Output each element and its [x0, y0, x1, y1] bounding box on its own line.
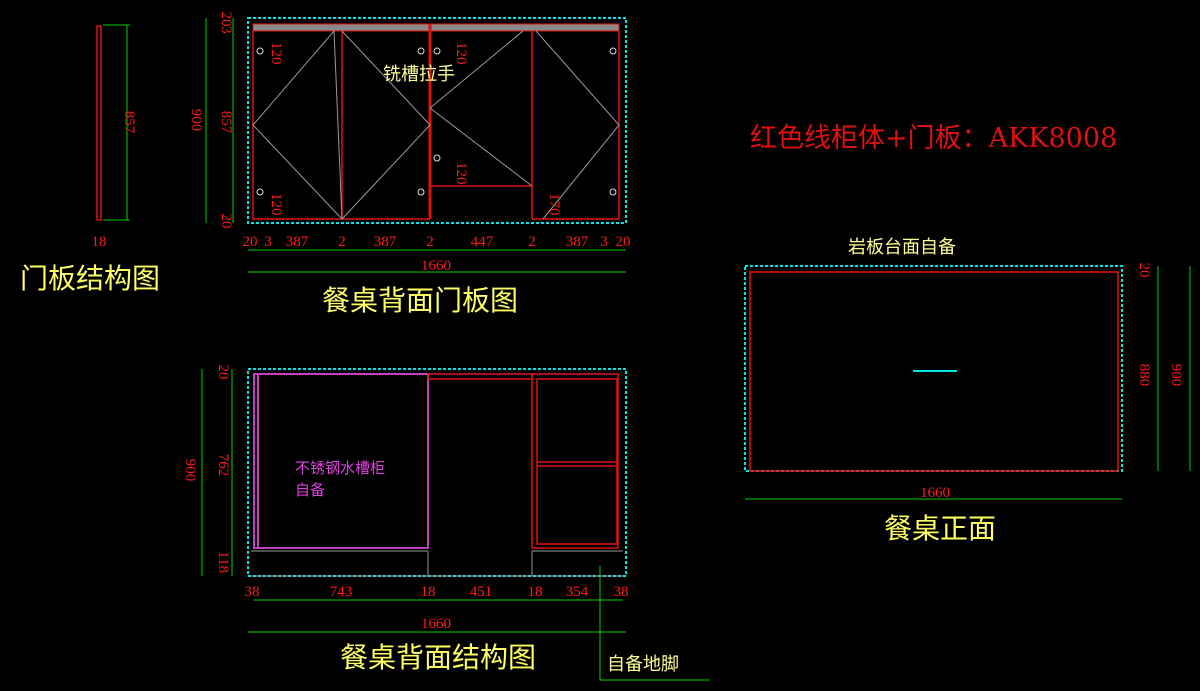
dim-h: 447 — [471, 234, 494, 250]
dim-h: 3 — [264, 234, 272, 250]
dim-v: 20 — [218, 12, 234, 27]
dim-v: 3 — [218, 26, 234, 34]
dim-h: 18 — [528, 584, 543, 600]
door-structure-title: 门板结构图 — [20, 262, 160, 295]
sink-note-line2: 自备 — [295, 481, 325, 499]
hinge-holes — [256, 47, 617, 196]
dim-h: 743 — [330, 584, 353, 600]
sink-cabinet — [253, 373, 429, 549]
dim-h: 451 — [470, 584, 493, 600]
dim-v: 900 — [1168, 364, 1184, 387]
door-structure-diagram: 857 18 门板结构图 — [20, 24, 160, 295]
cabinet-outline — [247, 17, 627, 224]
countertop-outline — [744, 265, 1123, 472]
front-view-title: 餐桌正面 — [884, 512, 996, 545]
dim-handle: 120 — [453, 162, 469, 185]
dim-v: 880 — [1136, 364, 1152, 387]
countertop-note: 岩板台面自备 — [848, 237, 956, 258]
back-structure-view: 不锈钢水槽柜 自备 900 20 762 118 38 743 18 451 1… — [182, 365, 710, 681]
dim-handle: 120 — [268, 193, 284, 216]
dim-h: 387 — [286, 234, 309, 250]
dim-h: 2 — [426, 234, 434, 250]
back-door-title: 餐桌背面门板图 — [322, 284, 518, 317]
dim-handle: 170 — [546, 193, 562, 216]
dim-h: 38 — [614, 584, 629, 600]
material-note: 红色线柜体+门板：AKK8008 — [750, 123, 1117, 154]
dim-h: 387 — [566, 234, 589, 250]
dim-h: 2 — [338, 234, 346, 250]
dim-width: 1660 — [920, 485, 950, 501]
door-panel-section — [96, 25, 102, 221]
dim-total-width: 1660 — [421, 616, 451, 632]
dim-h: 354 — [566, 584, 589, 600]
cabinet-outline — [247, 368, 627, 577]
handle-groove — [252, 23, 620, 32]
dim-handle: 120 — [453, 42, 469, 65]
sink-note-line1: 不锈钢水槽柜 — [295, 459, 385, 477]
leg-note: 自备地脚 — [607, 654, 679, 675]
dim-h: 387 — [374, 234, 397, 250]
dim-h: 20 — [243, 234, 258, 250]
dim-h: 2 — [528, 234, 536, 250]
dim-thickness: 18 — [92, 234, 107, 250]
leg-leader-line — [599, 566, 710, 681]
dim-handle: 120 — [268, 42, 284, 65]
back-structure-title: 餐桌背面结构图 — [340, 641, 536, 674]
front-view: 岩板台面自备 20 880 900 1660 餐桌正面 — [744, 237, 1191, 545]
dim-h: 3 — [600, 234, 608, 250]
dim-h: 38 — [245, 584, 260, 600]
dim-v: 762 — [215, 454, 231, 477]
dim-h: 20 — [616, 234, 631, 250]
dim-total-width: 1660 — [421, 258, 451, 274]
handle-note: 铣槽拉手 — [383, 64, 455, 85]
dim-v: 857 — [218, 111, 234, 134]
dim-v: 118 — [215, 551, 231, 573]
dim-total-height: 900 — [182, 459, 198, 482]
dim-v: 20 — [215, 365, 231, 380]
back-door-view: 铣槽拉手 120 120 120 120 170 900 3 20 857 20… — [188, 12, 631, 318]
dim-v: 20 — [1136, 263, 1152, 278]
dim-total-height: 900 — [188, 109, 204, 132]
dim-h: 18 — [421, 584, 436, 600]
dim-v: 20 — [218, 214, 234, 229]
dim-height: 857 — [121, 111, 137, 134]
